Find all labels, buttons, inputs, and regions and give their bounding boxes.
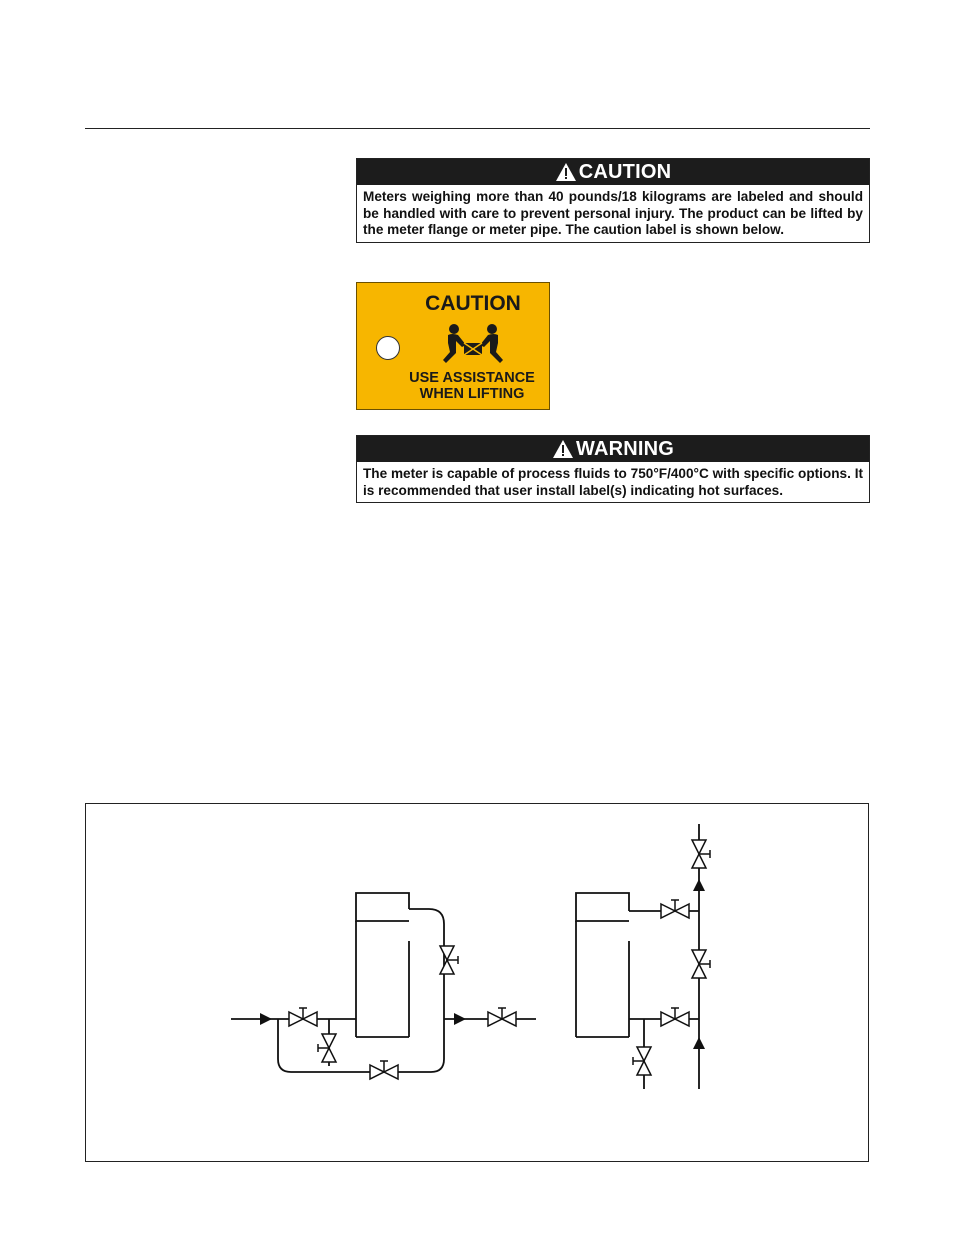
label-mounting-hole xyxy=(376,336,400,360)
valve-icon xyxy=(691,949,711,979)
valve-icon xyxy=(317,1033,337,1063)
caution-header: CAUTION xyxy=(357,159,869,185)
warning-text: The meter is capable of process fluids t… xyxy=(363,466,863,498)
label-line-2: WHEN LIFTING xyxy=(419,386,525,402)
caution-notice: CAUTION Meters weighing more than 40 pou… xyxy=(356,158,870,243)
valve-icon xyxy=(288,1007,318,1027)
valve-icon xyxy=(660,1007,690,1027)
label-title: CAUTION xyxy=(425,292,521,315)
valve-icon xyxy=(439,945,459,975)
warning-header: WARNING xyxy=(357,436,869,462)
flow-arrow-icon xyxy=(454,1013,466,1025)
warning-heading: WARNING xyxy=(575,437,675,460)
caution-heading: CAUTION xyxy=(578,160,672,183)
warning-triangle-icon xyxy=(555,163,576,181)
valve-icon xyxy=(487,1007,517,1027)
warning-triangle-icon xyxy=(552,440,573,458)
two-person-lift-icon xyxy=(443,324,503,363)
flow-arrow-icon xyxy=(260,1013,272,1025)
caution-label-image: CAUTION USE ASSISTANCE WHEN LIFTING xyxy=(356,282,550,410)
caution-text: Meters weighing more than 40 pounds/18 k… xyxy=(363,189,863,237)
flow-arrow-icon xyxy=(693,879,705,891)
valve-icon xyxy=(369,1060,399,1080)
piping-diagram xyxy=(231,824,711,1089)
valve-icon xyxy=(632,1046,652,1076)
header-rule xyxy=(85,128,870,129)
label-line-1: USE ASSISTANCE xyxy=(409,370,535,386)
piping-diagram-figure xyxy=(85,803,869,1162)
valve-icon xyxy=(660,899,690,919)
meter-body-left xyxy=(355,892,410,922)
valve-icon xyxy=(691,839,711,869)
warning-notice: WARNING The meter is capable of process … xyxy=(356,435,870,503)
flow-arrow-icon xyxy=(693,1037,705,1049)
